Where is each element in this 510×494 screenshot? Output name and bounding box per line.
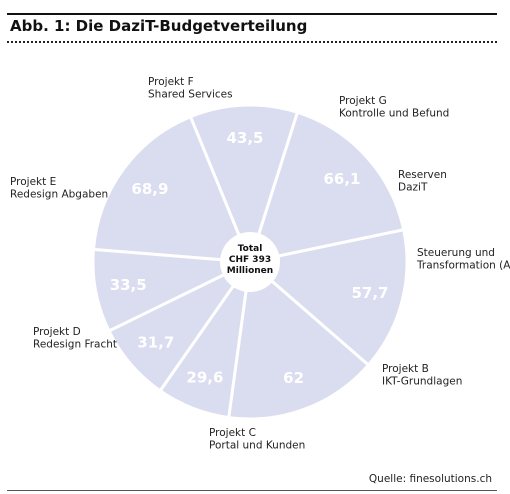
pie-slice — [246, 227, 409, 368]
slice-value-label: 43,5 — [226, 129, 263, 147]
pie-slice — [188, 103, 300, 267]
pie-slice — [91, 247, 256, 333]
center-disc — [220, 232, 280, 292]
slice-value-label: 31,7 — [137, 334, 174, 352]
pie-slice — [227, 259, 371, 421]
slice-value-label: 62 — [283, 369, 304, 387]
slice-value-label: 68,9 — [131, 180, 168, 198]
top-rule — [7, 13, 497, 15]
slice-value-label: 66,1 — [323, 170, 360, 188]
bottom-rule — [7, 490, 497, 491]
pie-slice — [247, 110, 406, 264]
pie-slice — [91, 114, 253, 264]
dotted-divider — [7, 41, 497, 43]
figure-title: Abb. 1: Die DaziT-Budgetverteilung — [10, 17, 308, 35]
slice-value-label: 33,5 — [110, 276, 147, 294]
source-note: Quelle: finesolutions.ch — [368, 473, 492, 485]
slice-value-label: 57,7 — [351, 284, 388, 302]
slice-value-label: 29,6 — [186, 369, 223, 387]
